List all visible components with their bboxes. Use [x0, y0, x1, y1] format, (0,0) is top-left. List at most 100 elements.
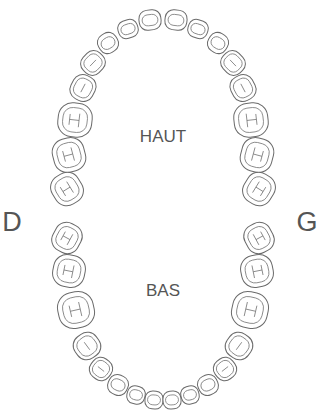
tooth-crown: [237, 106, 264, 133]
tooth-crown: [71, 76, 95, 101]
tooth-fissure: [253, 182, 267, 197]
tooth-crown: [244, 174, 274, 205]
tooth-fissure: [253, 231, 266, 245]
tooth-crown: [55, 257, 82, 284]
tooth: [237, 134, 277, 175]
tooth: [238, 252, 276, 290]
tooth: [228, 288, 271, 331]
tooth-fissure: [244, 302, 257, 318]
tooth-crown: [221, 51, 244, 74]
tooth-outline: [238, 168, 280, 211]
tooth-crown: [129, 389, 144, 402]
tooth: [226, 71, 259, 105]
arch-label: BAS: [146, 282, 180, 299]
tooth-outline: [221, 328, 257, 364]
tooth-crown: [231, 76, 255, 101]
tooth-crown: [243, 257, 270, 284]
tooth-outline: [228, 288, 271, 331]
tooth-outline: [48, 218, 87, 258]
tooth: [50, 252, 88, 290]
tooth-crown: [182, 389, 197, 402]
tooth: [186, 17, 211, 41]
tooth: [56, 101, 94, 139]
tooth-outline: [49, 134, 89, 175]
tooth: [144, 390, 163, 409]
tooth-fissure: [98, 367, 104, 372]
tooth-crown: [81, 51, 104, 74]
tooth: [138, 9, 162, 31]
tooth-crown: [52, 174, 82, 205]
tooth-outline: [54, 288, 97, 331]
tooth-crown: [209, 35, 227, 52]
tooth-crown: [74, 333, 100, 359]
tooth-crown: [147, 394, 161, 405]
side-label: D: [2, 209, 22, 236]
tooth-fissure: [90, 60, 96, 66]
tooth-crown: [60, 294, 91, 325]
tooth-outline: [237, 134, 277, 175]
tooth: [48, 218, 87, 258]
tooth-fissure: [60, 182, 74, 197]
tooth-fissure: [252, 147, 264, 162]
tooth-crown: [214, 358, 236, 380]
tooth-outline: [232, 101, 270, 139]
tooth-fissure: [84, 342, 90, 350]
tooth-crown: [165, 394, 179, 405]
tooth-crown: [199, 377, 217, 393]
tooth-fissure: [236, 342, 242, 350]
side-label: G: [296, 209, 317, 236]
tooth-crown: [245, 224, 273, 253]
tooth-fissure: [69, 302, 82, 318]
tooth-fissure: [241, 84, 245, 92]
tooth-outline: [116, 17, 141, 41]
tooth-outline: [226, 71, 259, 105]
tooth: [164, 9, 188, 31]
tooth: [232, 101, 270, 139]
tooth-crown: [90, 358, 112, 380]
tooth-fissure: [62, 147, 74, 162]
tooth: [116, 17, 141, 41]
tooth: [66, 71, 99, 105]
tooth-fissure: [230, 60, 236, 66]
tooth-outline: [164, 9, 188, 31]
tooth-outline: [162, 390, 181, 409]
tooth: [54, 288, 97, 331]
tooth-fissure: [63, 264, 74, 278]
tooth-fissure: [60, 231, 73, 245]
tooth: [221, 328, 257, 364]
tooth-crown: [243, 140, 272, 170]
tooth: [49, 134, 89, 175]
tooth-crown: [190, 22, 207, 36]
tooth-outline: [186, 17, 211, 41]
tooth-crown: [61, 106, 88, 133]
tooth-outline: [46, 168, 88, 211]
tooth-crown: [99, 35, 117, 52]
tooth: [69, 328, 105, 364]
tooth-outline: [69, 328, 105, 364]
tooth-crown: [55, 140, 84, 170]
tooth: [238, 168, 280, 211]
tooth-crown: [120, 22, 137, 36]
tooth-outline: [66, 71, 99, 105]
tooth-crown: [53, 224, 81, 253]
tooth-crown: [109, 377, 127, 393]
tooth: [162, 390, 181, 409]
tooth: [46, 168, 88, 211]
tooth-fissure: [252, 264, 263, 278]
tooth-fissure: [222, 367, 228, 372]
tooth-outline: [50, 252, 88, 290]
tooth-fissure: [246, 113, 257, 128]
tooth-outline: [240, 218, 279, 258]
tooth-fissure: [81, 84, 85, 92]
tooth-outline: [238, 252, 276, 290]
tooth-crown: [167, 14, 184, 27]
tooth-fissure: [69, 113, 80, 128]
tooth-outline: [144, 390, 163, 409]
tooth-outline: [56, 101, 94, 139]
tooth-crown: [226, 333, 252, 359]
tooth-outline: [138, 9, 162, 31]
arch-label: HAUT: [140, 128, 186, 145]
tooth: [240, 218, 279, 258]
